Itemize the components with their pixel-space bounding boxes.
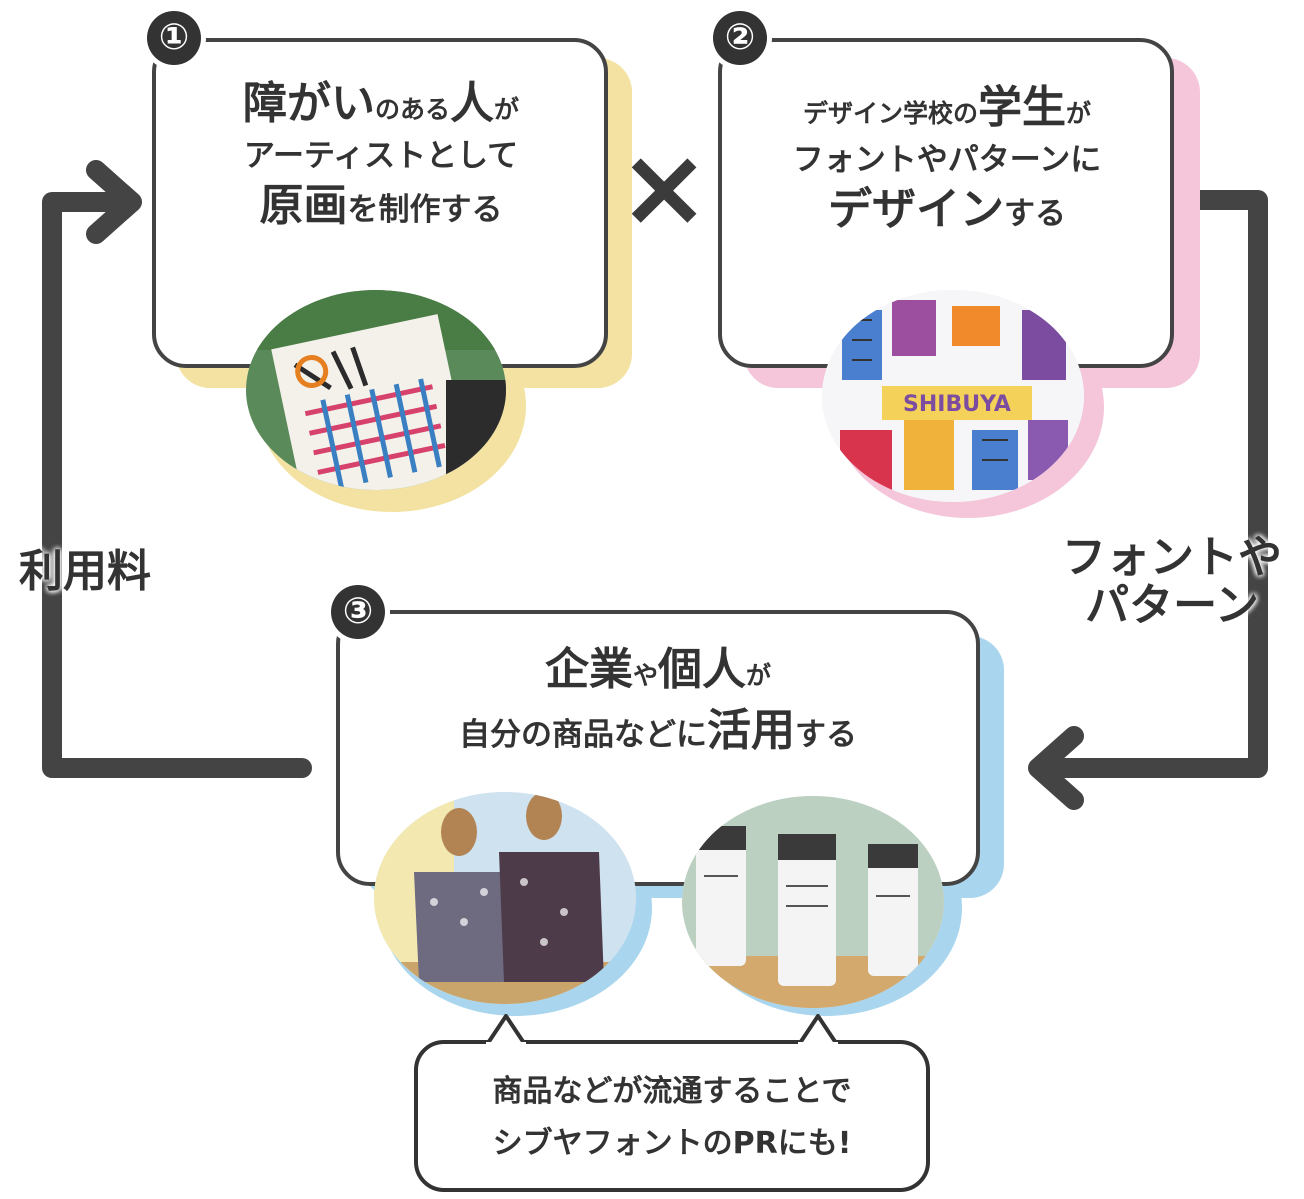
step1-line2: アーティストとして: [243, 138, 519, 174]
step2-text: デザイン学校の学生が フォントやパターンに デザインする: [722, 80, 1172, 237]
step2-line1-small: デザイン学校の: [802, 99, 978, 128]
shirts-photo-icon: [374, 792, 636, 1004]
step2-line2: フォントやパターンに: [792, 142, 1102, 178]
step1-line1-small2: が: [494, 95, 520, 124]
label-font-pattern-line2: パターン: [1085, 580, 1259, 632]
pr-speech-line2: シブヤフォントのPRにも!: [492, 1126, 852, 1161]
step2-line1: デザイン学校の学生が: [722, 80, 1172, 135]
step3-photo-tumblers: [682, 796, 944, 1008]
step1-line3-small: を制作する: [347, 191, 503, 228]
step3-line2-big: 活用: [707, 705, 795, 756]
cross-mark: ×: [618, 123, 711, 251]
step3-line2-small: 自分の商品などに: [459, 717, 707, 753]
arrow-font-head: [1028, 726, 1084, 810]
step3-line1-small: や: [632, 661, 658, 690]
step3-line2: 自分の商品などに活用する: [340, 703, 976, 758]
step1-line1-big2: 人: [450, 78, 494, 129]
step1-line1-big1: 障がい: [242, 78, 375, 129]
step3-photo-shirts: [374, 792, 636, 1004]
step3-text: 企業や個人が 自分の商品などに活用する: [340, 642, 976, 758]
step2-line1-big: 学生: [978, 82, 1066, 133]
pattern-photo-icon: SHIBUYA: [822, 290, 1084, 502]
step3-line1: 企業や個人が: [340, 642, 976, 697]
step3-number: ③: [331, 585, 385, 639]
step2-photo: SHIBUYA: [822, 290, 1084, 502]
step1-line3-big: 原画: [259, 179, 348, 231]
artwork-photo-icon: [246, 290, 506, 490]
step2-line3-big: デザイン: [828, 183, 1004, 235]
step1-number: ①: [147, 11, 201, 65]
step2-number-badge: ②: [708, 6, 772, 70]
step3-line1-big1: 企業: [544, 644, 633, 695]
pr-speech-line1: 商品などが流通することで: [492, 1074, 852, 1109]
step2-line3: デザインする: [722, 182, 1172, 237]
arrow-fee-path: [42, 192, 312, 778]
pr-speech-bubble: 商品などが流通することで シブヤフォントのPRにも!: [414, 1040, 930, 1192]
step2-number: ②: [713, 11, 767, 65]
label-fee: 利用料: [19, 546, 151, 597]
step3-line1-small2: が: [746, 661, 772, 690]
step2-line1-small2: が: [1066, 99, 1092, 128]
step1-photo: [246, 290, 506, 490]
arrow-font-path: [1030, 190, 1268, 778]
label-font-pattern: フォントや パターン: [1040, 532, 1304, 632]
step1-text: 障がいのある人が アーティストとして 原画を制作する: [156, 76, 606, 233]
step3-number-badge: ③: [326, 580, 390, 644]
label-font-pattern-line1: フォントや: [1062, 532, 1282, 583]
step1-line3: 原画を制作する: [156, 178, 606, 233]
pr-speech-text: 商品などが流通することで シブヤフォントのPRにも!: [418, 1066, 926, 1170]
step2-line3-small: する: [1004, 195, 1066, 232]
pattern-photo-text: SHIBUYA: [903, 392, 1011, 417]
step1-number-badge: ①: [142, 6, 206, 70]
arrow-fee-head: [86, 160, 142, 244]
step1-line1-small: のある: [374, 95, 450, 124]
step3-line2-small2: する: [795, 717, 857, 753]
step3-line1-big2: 個人: [658, 644, 746, 695]
step1-line1: 障がいのある人が: [156, 76, 606, 131]
